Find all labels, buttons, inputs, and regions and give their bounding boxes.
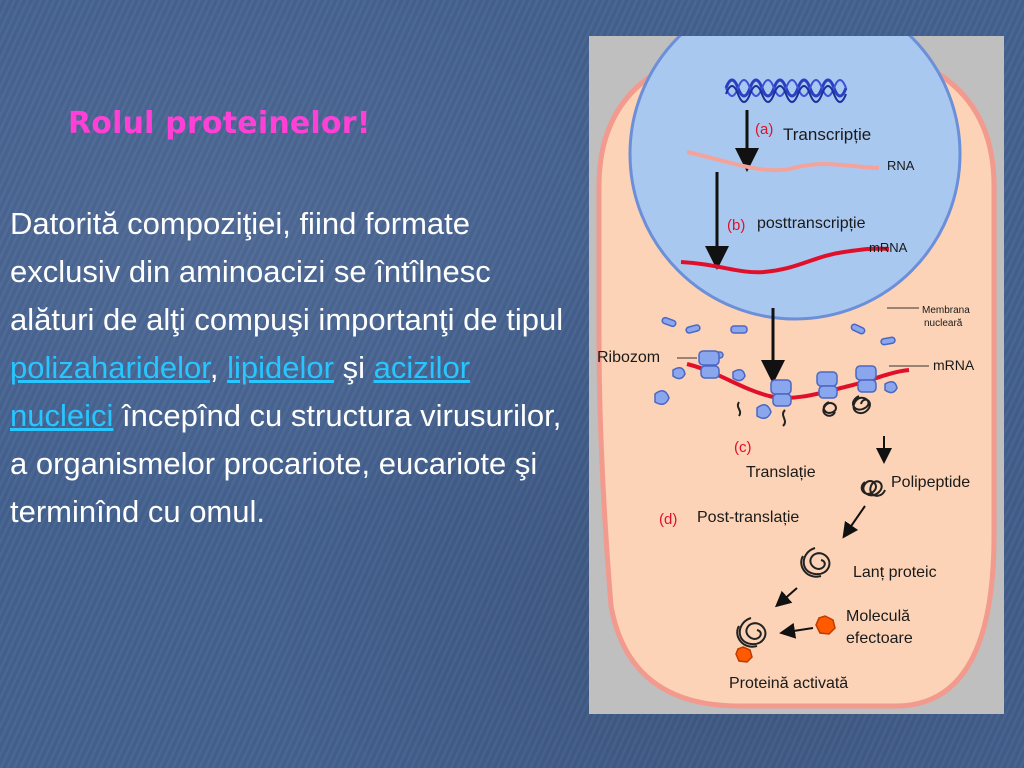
- body-intro: Datorită compoziţiei, fiind formate excl…: [10, 206, 564, 337]
- link-nucleici[interactable]: nucleici: [10, 398, 114, 433]
- step-b-letter: (b): [727, 217, 745, 234]
- slide-title: Rolul proteinelor!: [68, 106, 371, 141]
- protein-chain-icon: [800, 547, 831, 578]
- slide-body-text: Datorită compoziţiei, fiind formate excl…: [10, 200, 580, 536]
- step-d-label: Post-translație: [697, 509, 799, 526]
- mrna-label-nucleus: mRNA: [869, 240, 908, 255]
- step-a-label: Transcripție: [783, 125, 871, 144]
- activated-protein-label: Proteină activată: [729, 675, 848, 692]
- effector-label-line1: Moleculă: [846, 608, 910, 625]
- step-d-letter: (d): [659, 511, 677, 528]
- polypeptide-icon: [860, 480, 886, 497]
- rna-strand: [686, 150, 880, 173]
- effector-label-line2: efectoare: [846, 630, 913, 647]
- step-b-label: posttranscripție: [757, 215, 866, 232]
- arrow-to-activated: [774, 587, 798, 608]
- link-acizilor[interactable]: acizilor: [373, 350, 471, 385]
- body-sep-2: şi: [334, 350, 374, 385]
- rna-label: RNA: [887, 158, 915, 173]
- mrna-label-cytoplasm: mRNA: [933, 357, 975, 373]
- protein-chain-label: Lanț proteic: [853, 564, 937, 581]
- ribosome-icons: [654, 316, 898, 419]
- membrane-label-line1: Membrana: [922, 305, 970, 316]
- link-polizaharidelor[interactable]: polizaharidelor: [10, 350, 210, 385]
- polypeptide-label: Polipeptide: [891, 474, 970, 491]
- dna-helix-icon: [724, 78, 848, 103]
- mrna-strand-nucleus: [680, 246, 890, 275]
- effector-molecule-icon: [815, 615, 836, 635]
- step-c-label: Translație: [746, 464, 816, 481]
- body-sep-1: ,: [209, 350, 228, 385]
- arrow-to-chain: [842, 505, 866, 539]
- bound-effector-icon: [735, 646, 753, 663]
- step-a-letter: (a): [755, 121, 773, 138]
- activated-protein-icon: [736, 617, 767, 648]
- link-lipidelor[interactable]: lipidelor: [227, 350, 334, 385]
- body-outro: începînd cu structura virusurilor, a org…: [10, 398, 562, 529]
- ribosome-label: Ribozom: [597, 349, 660, 366]
- step-c-letter: (c): [734, 439, 752, 456]
- protein-synthesis-diagram: (a) Transcripție RNA (b) posttranscripți…: [589, 36, 1004, 714]
- membrane-label-line2: nucleară: [924, 318, 963, 329]
- arrow-effector-binding: [779, 622, 814, 639]
- nascent-polypeptide-icons: [736, 395, 871, 427]
